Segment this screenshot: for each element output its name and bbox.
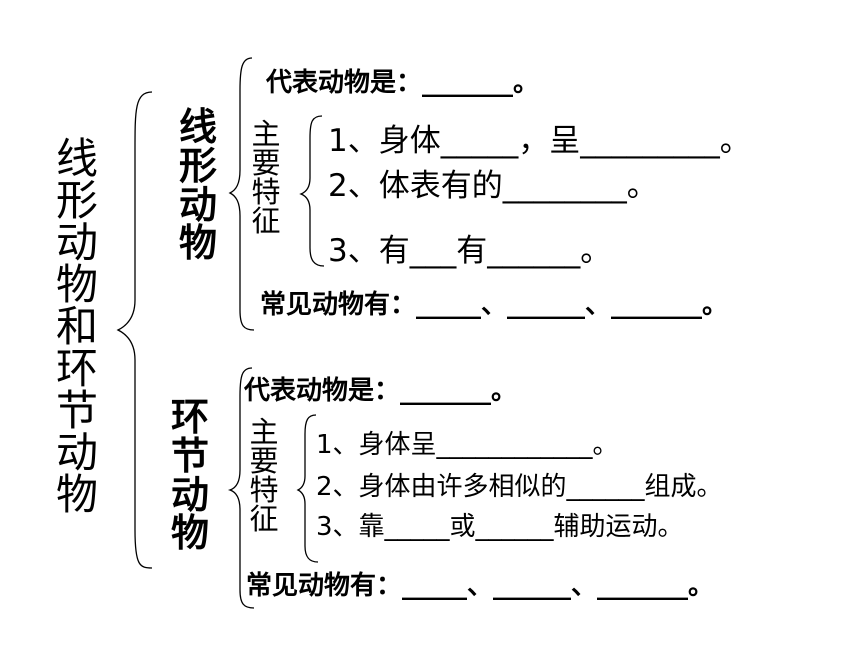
annelid-title-char: 物 xyxy=(170,511,209,556)
features-label-char: 征 xyxy=(249,502,279,536)
features-label-char: 要 xyxy=(249,444,279,478)
features-label-char: 主 xyxy=(249,415,279,449)
annelid-feature-3: 3、靠_____或______辅助运动。 xyxy=(316,512,684,542)
annelid-brace xyxy=(227,367,255,609)
annelid-features-label: 主 要 特 征 xyxy=(248,418,280,534)
annelid-common: 常见动物有：_____、______、_______。 xyxy=(246,571,715,601)
main-title-char: 动 xyxy=(55,218,98,267)
nematode-features-label: 主 要 特 征 xyxy=(250,120,282,236)
main-title-char: 形 xyxy=(55,176,98,225)
features-label-char: 主 xyxy=(251,117,281,151)
annelid-feature-1: 1、身体呈____________。 xyxy=(316,430,619,460)
main-title: 线 形 动 物 和 环 节 动 物 xyxy=(52,138,102,516)
main-title-char: 物 xyxy=(55,260,98,309)
main-title-char: 动 xyxy=(55,428,98,477)
features-label-char: 特 xyxy=(249,473,279,507)
main-title-char: 和 xyxy=(55,302,98,351)
nematode-feature-1: 1、身体_____，呈_________。 xyxy=(328,123,751,159)
annelid-title-char: 节 xyxy=(170,433,209,478)
annelid-title: 环 节 动 物 xyxy=(168,398,212,553)
annelid-title-char: 动 xyxy=(170,472,209,517)
main-title-char: 物 xyxy=(55,470,98,519)
annelid-title-char: 环 xyxy=(170,395,209,439)
nematode-features-brace xyxy=(299,115,325,267)
nematode-title-char: 线 xyxy=(178,105,217,149)
nematode-title-char: 形 xyxy=(178,143,217,188)
nematode-common: 常见动物有：_____、______、_______。 xyxy=(260,290,729,320)
main-title-char: 环 xyxy=(55,344,98,393)
annelid-feature-2: 2、身体由许多相似的______组成。 xyxy=(316,472,723,502)
nematode-title-char: 物 xyxy=(178,221,217,266)
nematode-brace xyxy=(228,57,255,331)
annelid-features-brace xyxy=(296,414,319,563)
nematode-title-char: 动 xyxy=(178,182,217,227)
nematode-title: 线 形 动 物 xyxy=(176,108,220,263)
nematode-representative: 代表动物是：_______。 xyxy=(266,68,540,98)
features-label-char: 要 xyxy=(251,146,281,180)
nematode-feature-2: 2、体表有的________。 xyxy=(328,168,658,204)
main-brace xyxy=(116,91,153,569)
main-title-char: 节 xyxy=(55,386,98,435)
features-label-char: 征 xyxy=(251,204,281,238)
features-label-char: 特 xyxy=(251,175,281,209)
annelid-representative: 代表动物是：_______。 xyxy=(244,376,518,406)
nematode-feature-3: 3、有___有______。 xyxy=(328,233,612,269)
main-title-char: 线 xyxy=(55,134,98,183)
